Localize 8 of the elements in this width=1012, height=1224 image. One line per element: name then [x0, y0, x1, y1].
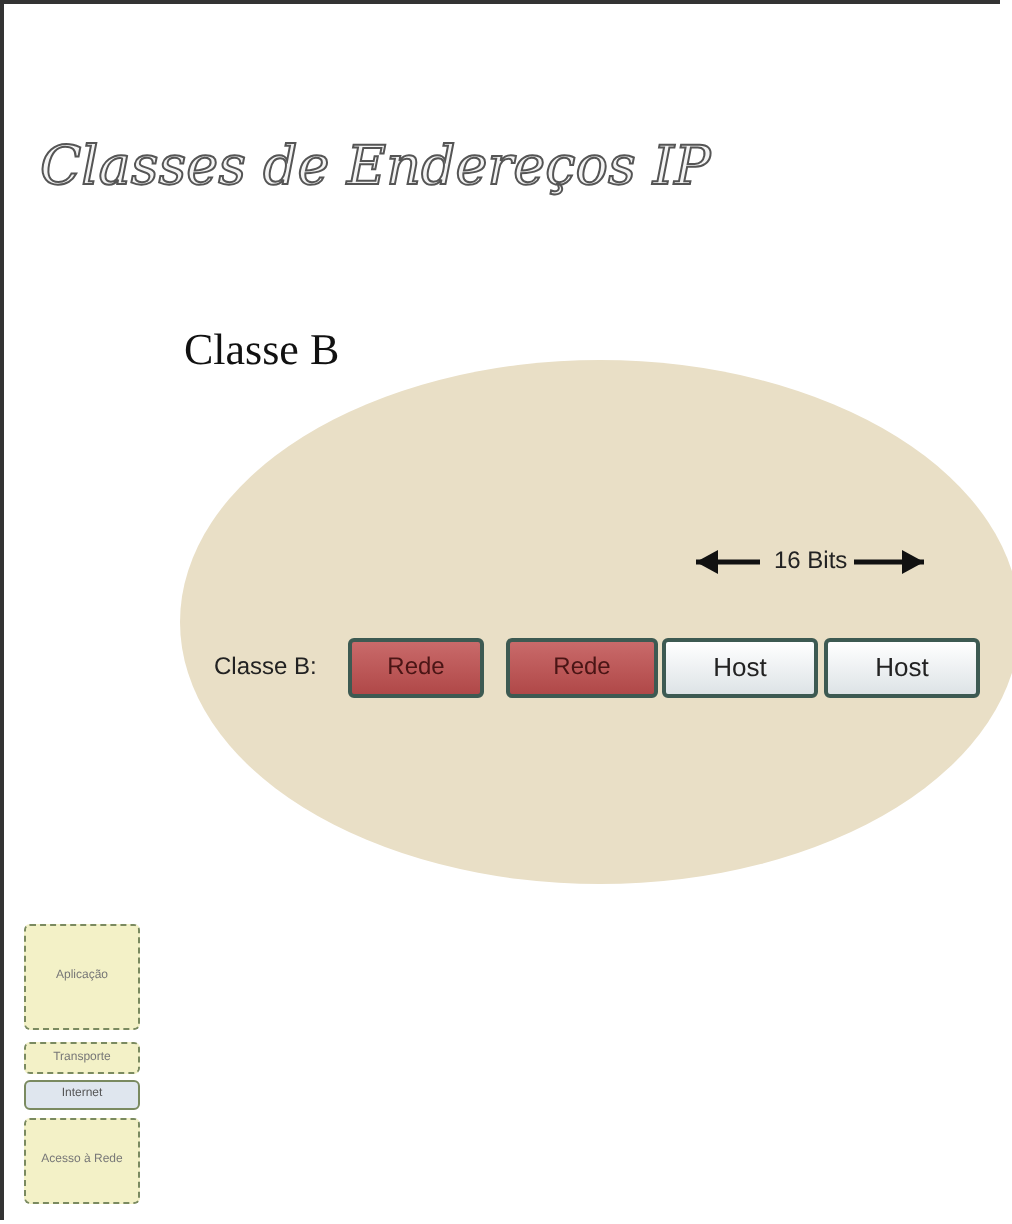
host-field: Host [662, 638, 818, 698]
host-field: Host [824, 638, 980, 698]
bit-count-label: 16 Bits [774, 546, 848, 574]
section-heading: Classe B [184, 324, 340, 376]
row-label: Classe B: [214, 652, 317, 680]
network-field: Rede [348, 638, 484, 698]
slide-title: Classes de Endereços IP [40, 136, 711, 198]
network-field: Rede [506, 638, 658, 698]
